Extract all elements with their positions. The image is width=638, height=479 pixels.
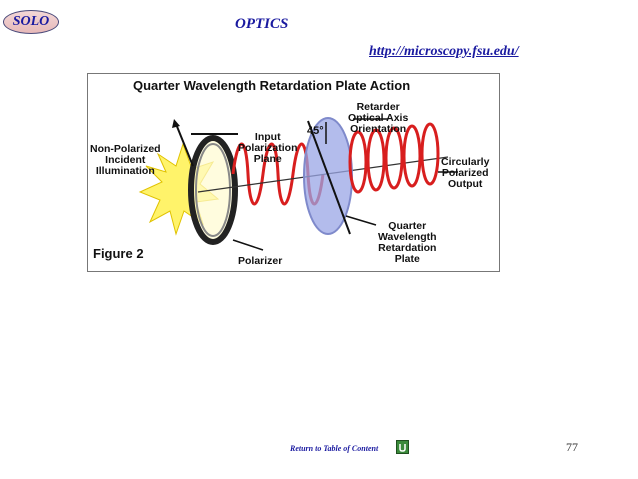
label-quarter-plate: Quarter Wavelength Retardation Plate (378, 221, 437, 265)
label-polarizer: Polarizer (238, 256, 282, 267)
label-input-plane: Input Polarization Plane (238, 132, 298, 165)
solo-badge: SOLO (3, 10, 59, 34)
source-link[interactable]: http://microscopy.fsu.edu/ (369, 44, 519, 60)
figure-label: Figure 2 (93, 248, 144, 259)
label-circular-output: Circularly Polarized Output (441, 157, 489, 190)
page-title: OPTICS (235, 16, 288, 33)
figure-heading: Quarter Wavelength Retardation Plate Act… (133, 80, 410, 91)
label-angle: 45° (307, 126, 324, 137)
return-arrow-icon[interactable] (396, 440, 409, 454)
optics-figure: Quarter Wavelength Retardation Plate Act… (87, 73, 500, 272)
label-retarder-axis: Retarder Optical Axis Orientation (348, 102, 408, 135)
page-number: 77 (566, 440, 578, 455)
label-non-polarized: Non-Polarized Incident Illumination (90, 144, 161, 177)
return-to-toc-link[interactable]: Return to Table of Content (290, 444, 378, 453)
u-turn-icon (398, 443, 407, 452)
